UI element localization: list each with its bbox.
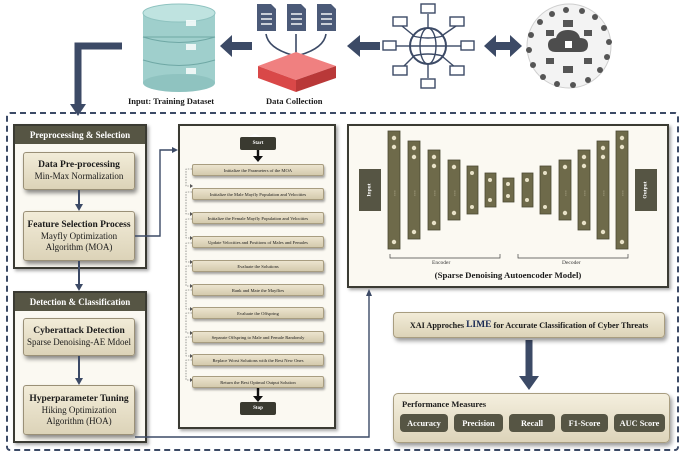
svg-text:⋮: ⋮ xyxy=(620,190,626,197)
network-globe-icon xyxy=(396,14,462,78)
ae-output-label: Output xyxy=(643,181,649,199)
hyperparameter-tuning-title: Hyperparameter Tuning xyxy=(29,393,129,404)
performance-measures-box: Performance Measures Accuracy Precision … xyxy=(393,393,670,443)
feature-selection-card: Feature Selection Process Mayfly Optimiz… xyxy=(23,211,135,261)
cyberattack-detection-subtitle: Sparse Denoising-AE Mdoel xyxy=(27,337,131,347)
bidirectional-arrow-icon xyxy=(484,35,522,57)
algorithm-step: Return the Best Optimal Output Solution xyxy=(192,376,324,388)
metric-recall: Recall xyxy=(509,414,555,432)
algorithm-step: Replace Worst Solutions with the Best Ne… xyxy=(192,354,324,366)
feature-selection-line1: Mayfly Optimization xyxy=(40,230,118,241)
cyberattack-detection-card: Cyberattack Detection Sparse Denoising-A… xyxy=(23,318,135,356)
data-collection-box-icon xyxy=(258,52,336,92)
xai-box: XAI Approches LIME for Accurate Classifi… xyxy=(393,312,665,338)
arrow-into-preprocessing-icon xyxy=(74,42,122,106)
algorithm-step: Update Velocities and Positions of Males… xyxy=(192,236,324,248)
hyperparameter-tuning-line1: Hiking Optimization xyxy=(41,404,117,415)
feature-selection-title: Feature Selection Process xyxy=(27,219,131,230)
documents-icon xyxy=(257,4,336,62)
xai-highlight: LIME xyxy=(466,320,492,330)
performance-title: Performance Measures xyxy=(402,399,487,409)
cyberattack-detection-title: Cyberattack Detection xyxy=(33,326,125,336)
feature-selection-line2: Algorithm (MOA) xyxy=(45,241,113,252)
ae-output-box: Output xyxy=(635,169,657,211)
metric-precision: Precision xyxy=(454,414,503,432)
decoder-label: Decoder xyxy=(562,260,581,266)
encoder-label: Encoder xyxy=(432,260,451,266)
svg-text:⋮: ⋮ xyxy=(452,190,458,197)
database-icon xyxy=(142,3,216,92)
detection-panel-title: Detection & Classification xyxy=(15,293,145,311)
start-node: Start xyxy=(240,137,276,150)
data-collection-caption: Data Collection xyxy=(266,96,323,106)
stop-node: Stop xyxy=(240,402,276,415)
algorithm-step: Initialize the Parameters of the MOA xyxy=(192,164,324,176)
svg-text:⋮: ⋮ xyxy=(432,190,438,197)
hyperparameter-tuning-line2: Algorithm (HOA) xyxy=(46,415,112,426)
metric-auc-score: AUC Score xyxy=(614,414,665,432)
data-preprocessing-card: Data Pre-processing Min-Max Normalizatio… xyxy=(23,152,135,190)
hyperparameter-tuning-card: Hyperparameter Tuning Hiking Optimizatio… xyxy=(23,385,135,435)
svg-text:⋮: ⋮ xyxy=(412,190,418,197)
data-preprocessing-title: Data Pre-processing xyxy=(38,160,120,170)
autoencoder-title: (Sparse Denoising Autoencoder Model) xyxy=(434,270,582,280)
arrow-to-database-icon xyxy=(220,35,252,57)
svg-text:⋮: ⋮ xyxy=(601,190,607,197)
computer-node-icons xyxy=(382,3,475,89)
autoencoder-network: ⋮ ⋮ ⋮ ⋮ ⋮ ⋮ ⋮ ⋮ xyxy=(387,130,629,259)
metric-f1-score: F1-Score xyxy=(561,414,608,432)
algorithm-step: Initialize the Male Mayfly Population an… xyxy=(192,188,324,200)
ae-input-label: Input xyxy=(367,183,373,197)
svg-text:⋮: ⋮ xyxy=(392,190,398,197)
algorithm-step: Rank and Mate the Mayflies xyxy=(192,284,324,296)
autoencoder-panel xyxy=(347,124,669,288)
algorithm-step: Evaluate the Solutions xyxy=(192,260,324,272)
xai-prefix: XAI Approches xyxy=(409,320,467,330)
training-dataset-caption: Input: Training Dataset xyxy=(128,96,215,106)
preprocessing-panel-title: Preprocessing & Selection xyxy=(15,126,145,144)
pipeline-frame xyxy=(6,112,679,451)
data-preprocessing-subtitle: Min-Max Normalization xyxy=(34,171,124,181)
svg-text:⋮: ⋮ xyxy=(582,190,588,197)
cloud-devices-circle-icon xyxy=(526,3,612,89)
metric-accuracy: Accuracy xyxy=(400,414,448,432)
algorithm-step: Evaluate the Offspring xyxy=(192,307,324,319)
arrow-to-collection-icon xyxy=(347,35,380,57)
algorithm-step: Separate Offspring to Male and Female Ra… xyxy=(192,331,324,343)
svg-text:⋮: ⋮ xyxy=(563,190,569,197)
xai-suffix: for Accurate Classification of Cyber Thr… xyxy=(491,320,649,330)
ae-input-box: Input xyxy=(359,169,381,211)
algorithm-step: Initialize the Female Mayfly Population … xyxy=(192,212,324,224)
